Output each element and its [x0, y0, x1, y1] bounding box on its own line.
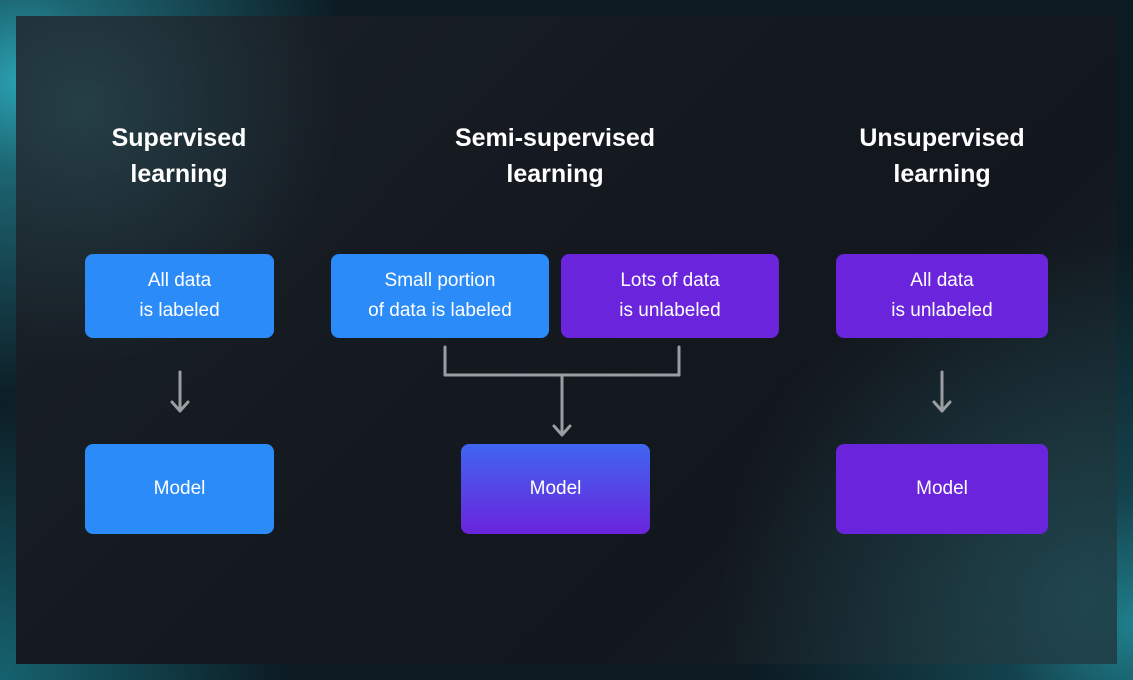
supervised-heading-line2: learning: [130, 160, 228, 188]
semi-unlabeled-input-line1: Lots of data: [620, 270, 720, 291]
supervised-heading-line1: Supervised: [111, 124, 247, 152]
semi-supervised-merge-arrow: [443, 345, 681, 437]
semi-supervised-model-label: Model: [529, 478, 582, 499]
unsupervised-heading-line2: learning: [893, 160, 991, 188]
semi-unlabeled-input-line2: is unlabeled: [619, 300, 721, 321]
unsupervised-arrow: [932, 370, 952, 413]
unsupervised-input-box: All data is unlabeled: [836, 254, 1048, 338]
supervised-heading: Supervised learning: [79, 120, 279, 192]
semi-supervised-heading: Semi-supervised learning: [425, 120, 685, 192]
semi-unlabeled-input-box: Lots of data is unlabeled: [561, 254, 779, 338]
unsupervised-model-label: Model: [916, 478, 968, 499]
semi-labeled-input-line1: Small portion: [384, 270, 496, 291]
unsupervised-model-box: Model: [836, 444, 1048, 534]
unsupervised-heading-line1: Unsupervised: [859, 124, 1025, 152]
semi-supervised-heading-line1: Semi-supervised: [454, 124, 656, 152]
unsupervised-input-line1: All data: [910, 270, 974, 291]
supervised-input-line2: is labeled: [139, 300, 220, 321]
semi-supervised-heading-line2: learning: [506, 160, 604, 188]
semi-supervised-model-box: Model: [461, 444, 650, 534]
diagram-panel: [16, 16, 1117, 664]
supervised-model-box: Model: [85, 444, 274, 534]
supervised-input-box: All data is labeled: [85, 254, 274, 338]
supervised-input-line1: All data: [147, 270, 212, 291]
supervised-model-label: Model: [153, 478, 206, 499]
unsupervised-input-line2: is unlabeled: [891, 300, 993, 321]
unsupervised-heading: Unsupervised learning: [832, 120, 1052, 192]
supervised-arrow: [170, 370, 190, 413]
semi-labeled-input-line2: of data is labeled: [368, 300, 512, 321]
semi-labeled-input-box: Small portion of data is labeled: [331, 254, 549, 338]
